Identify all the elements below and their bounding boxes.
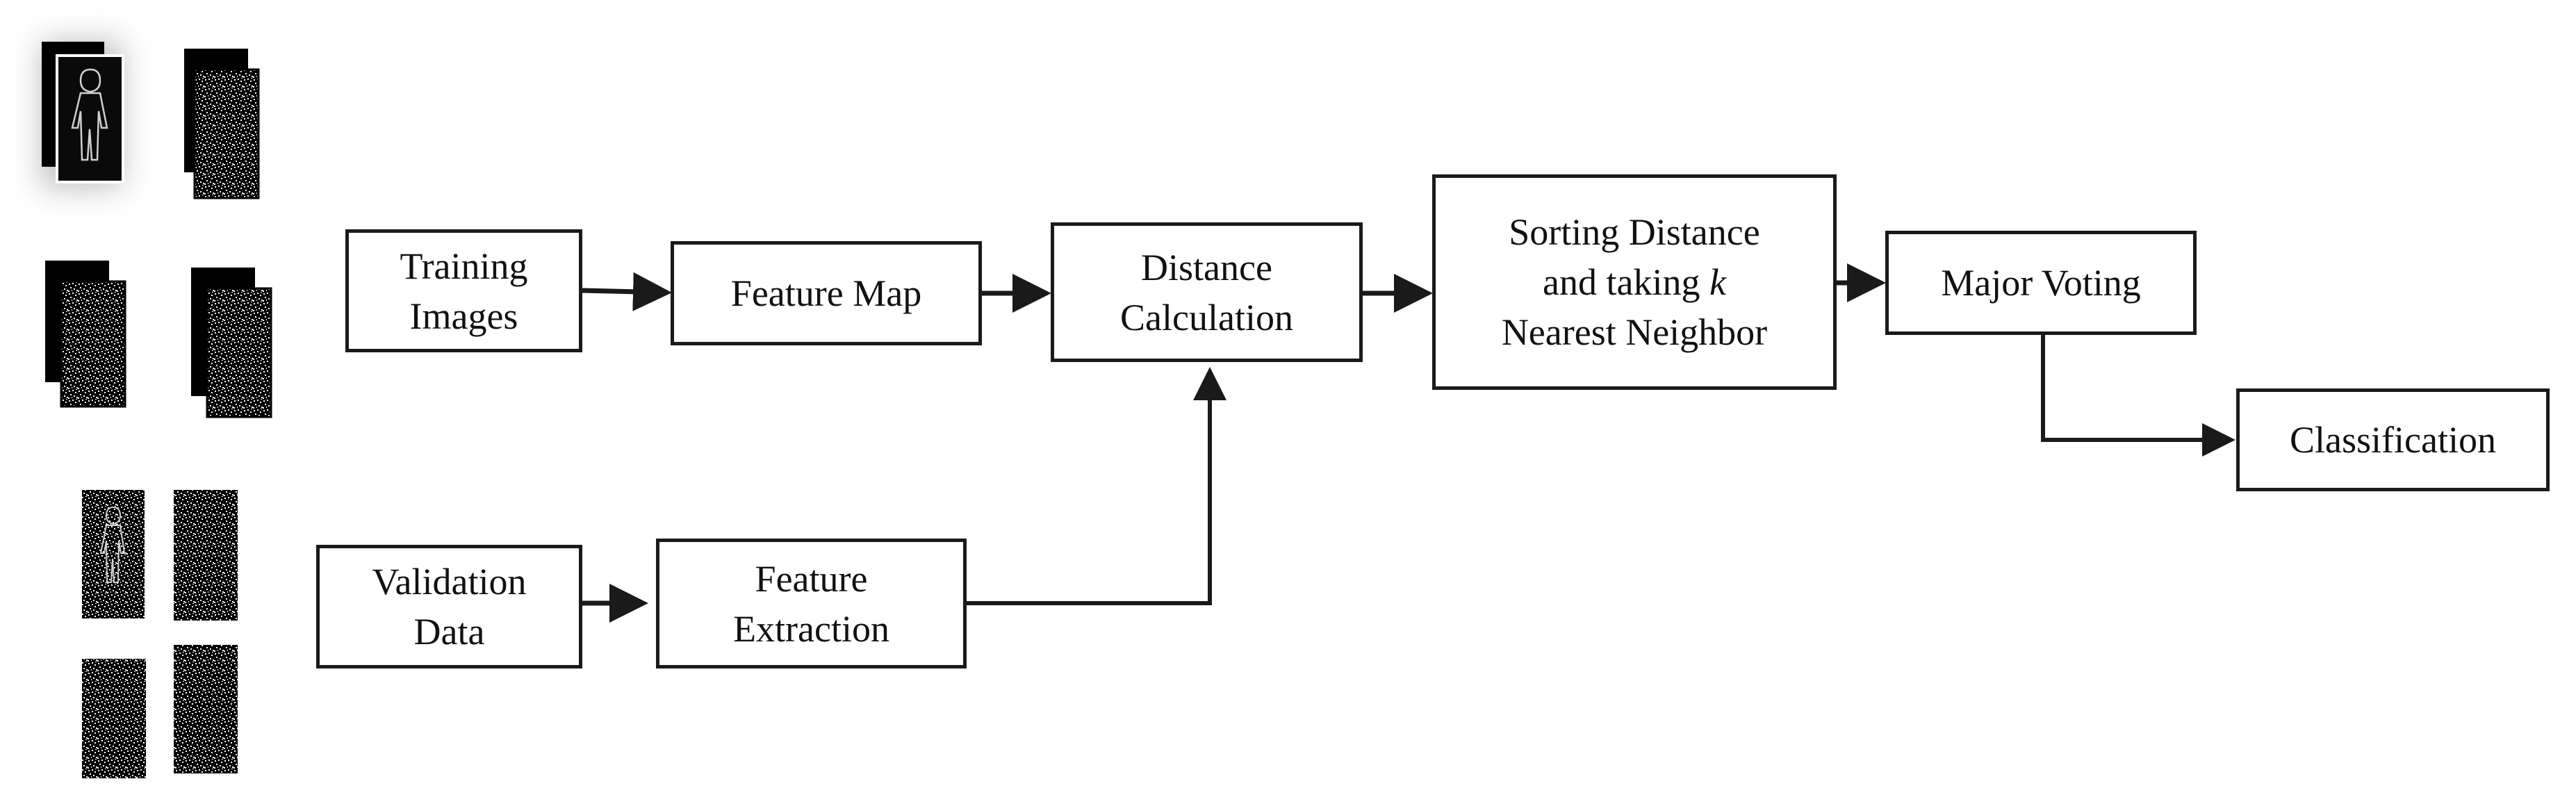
feature-extraction-label: Feature Extraction [733, 557, 889, 650]
feature-extraction-box: Feature Extraction [656, 539, 967, 668]
noisy-image-thumbnail [45, 261, 126, 408]
silhouette-image-thumbnail [42, 42, 124, 188]
arrow-voting-to-classification [2041, 335, 2235, 457]
feature-map-label: Feature Map [730, 272, 922, 314]
feature-map-box: Feature Map [671, 241, 982, 345]
classification-label: Classification [2290, 419, 2496, 461]
major-voting-box: Major Voting [1885, 231, 2197, 335]
sorting-knn-box: Sorting Distance and taking k Nearest Ne… [1432, 174, 1837, 390]
noisy-image-thumbnail [184, 49, 260, 199]
major-voting-label: Major Voting [1941, 262, 2141, 304]
distance-calculation-label: Distance Calculation [1120, 246, 1293, 338]
arrow-extraction-to-distance [967, 367, 1227, 605]
noisy-image-thumbnail [174, 490, 238, 621]
distance-calculation-box: Distance Calculation [1051, 222, 1363, 362]
sorting-knn-label: Sorting Distance and taking k Nearest Ne… [1501, 211, 1768, 353]
training-images-box: Training Images [345, 229, 582, 352]
validation-data-label: Validation Data [372, 561, 527, 653]
validation-data-box: Validation Data [316, 545, 582, 668]
thumbnail-column [42, 42, 272, 778]
k-variable: k [1709, 261, 1726, 303]
silhouette-image-thumbnail [82, 490, 145, 618]
training-images-label: Training Images [400, 245, 528, 337]
arrow-training-to-featuremap [582, 272, 672, 311]
noisy-image-thumbnail [191, 268, 272, 418]
noisy-image-thumbnail [82, 659, 146, 778]
noisy-image-thumbnail [174, 645, 238, 773]
classification-box: Classification [2236, 388, 2550, 491]
